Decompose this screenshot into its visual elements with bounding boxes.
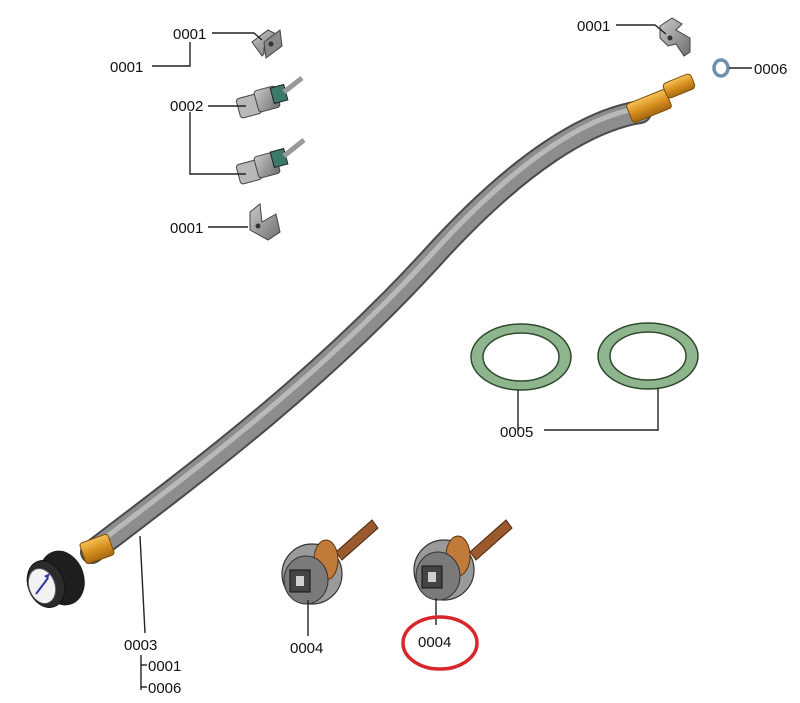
label-valve-left: 0004	[290, 640, 323, 657]
hose-assembly	[26, 73, 696, 608]
label-bracket-top-left-alt: 0001	[110, 59, 143, 76]
label-hose: 0003	[124, 637, 157, 654]
valve-right	[413, 519, 513, 601]
bracket-mid	[249, 203, 281, 241]
bracket-top-left	[251, 29, 283, 59]
label-hose-sub-1: 0001	[148, 658, 181, 675]
part-labels: 0001 0001 0002 0001 0001 0006 0005 0003 …	[110, 18, 787, 697]
hose-body-fill	[82, 102, 650, 562]
label-bracket-top-left: 0001	[173, 26, 206, 43]
gasket-right	[597, 322, 699, 390]
oring	[712, 58, 730, 78]
bracket-top-right	[659, 17, 691, 57]
label-sensor: 0002	[170, 98, 203, 115]
label-gaskets: 0005	[500, 424, 533, 441]
valve-left	[281, 519, 379, 605]
hose-highlight	[89, 105, 643, 551]
highlight-circle	[401, 615, 479, 671]
label-hose-sub-2: 0006	[148, 680, 181, 697]
pressure-gauge	[26, 550, 85, 608]
sensor-upper	[235, 76, 304, 119]
label-bracket-top-right: 0001	[577, 18, 610, 35]
label-bracket-mid: 0001	[170, 220, 203, 237]
hose-left-fitting	[79, 533, 115, 565]
gasket-left	[470, 323, 572, 391]
sensor-lower	[235, 138, 306, 185]
leader-lines	[139, 24, 752, 690]
label-valve-right: 0004	[418, 634, 451, 651]
hose-right-fitting	[626, 73, 696, 123]
label-oring: 0006	[754, 61, 787, 78]
